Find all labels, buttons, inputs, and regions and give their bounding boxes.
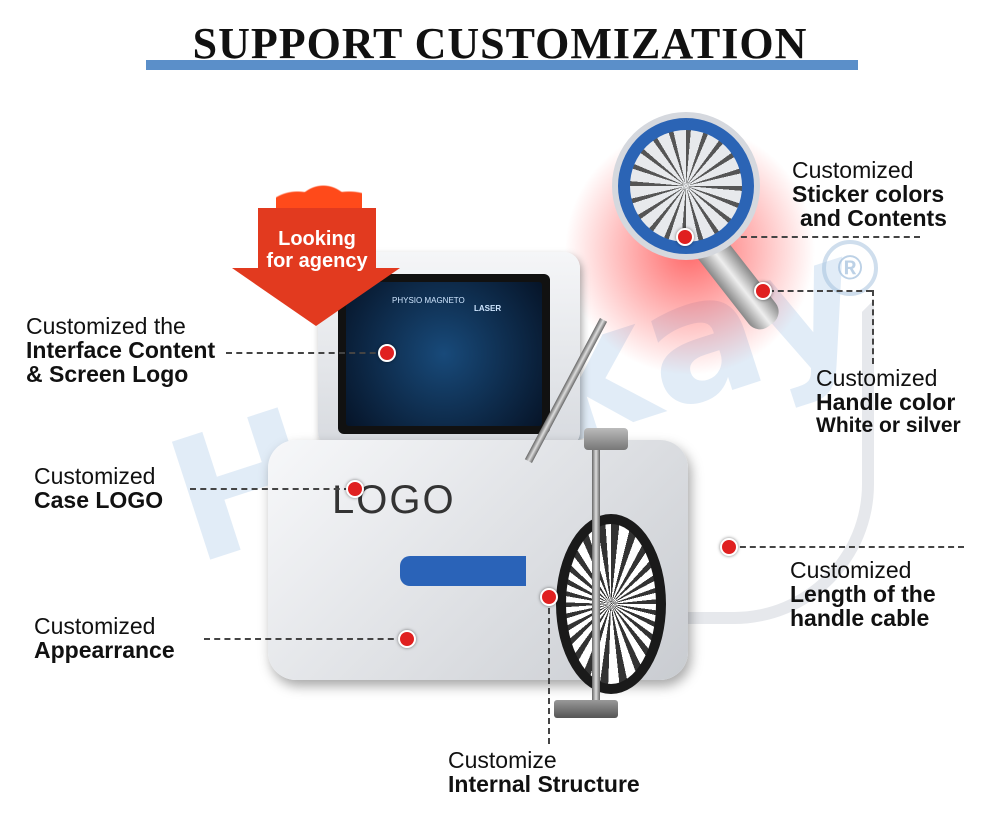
marker-dot xyxy=(398,630,416,648)
label-line: Customized xyxy=(790,557,912,583)
leader-handle-v xyxy=(872,290,874,364)
leader-sticker xyxy=(690,236,920,238)
handpiece-coil xyxy=(630,130,742,242)
stand-pole xyxy=(592,440,600,710)
case-stripe xyxy=(400,556,526,586)
registered-mark: ® xyxy=(822,240,878,296)
agency-badge-line2: for agency xyxy=(266,250,368,272)
label-internal: Customize Internal Structure xyxy=(448,748,640,796)
stand-clamp xyxy=(584,428,628,450)
leader-interface xyxy=(226,352,386,354)
label-line: and Contents xyxy=(800,205,947,231)
label-line: Customized xyxy=(816,365,938,391)
agency-arrow xyxy=(258,208,376,270)
marker-dot xyxy=(346,480,364,498)
label-line: Customize xyxy=(448,747,557,773)
label-handle-color: Customized Handle color White or silver xyxy=(816,366,961,438)
leader-internal xyxy=(548,598,550,744)
label-interface: Customized the Interface Content & Scree… xyxy=(26,314,215,386)
label-line: & Screen Logo xyxy=(26,361,189,387)
screen-tab: LASER xyxy=(474,304,502,313)
label-line: Customized xyxy=(792,157,914,183)
marker-dot xyxy=(676,228,694,246)
label-line: Appearrance xyxy=(34,637,175,663)
marker-dot xyxy=(754,282,772,300)
label-case-logo: Customized Case LOGO xyxy=(34,464,163,512)
label-appearance: Customized Appearrance xyxy=(34,614,175,662)
side-vent xyxy=(556,514,666,694)
screen-title: PHYSIO MAGNETO xyxy=(392,296,465,305)
marker-dot xyxy=(378,344,396,362)
agency-badge-line1: Looking xyxy=(278,228,356,250)
label-line: Sticker colors xyxy=(792,181,945,207)
leader-appearance xyxy=(204,638,404,640)
label-line: Customized xyxy=(34,463,156,489)
stand-base xyxy=(554,700,618,718)
label-line: handle cable xyxy=(790,605,930,631)
label-line: Customized the xyxy=(26,313,186,339)
label-line: Case LOGO xyxy=(34,487,164,513)
leader-cable xyxy=(730,546,964,548)
label-line: Internal Structure xyxy=(448,771,640,797)
label-line: Customized xyxy=(34,613,156,639)
label-cable-length: Customized Length of the handle cable xyxy=(790,558,936,630)
label-line: Length of the xyxy=(790,581,936,607)
label-line: Handle color xyxy=(816,389,956,415)
agency-badge-text: Looking for agency xyxy=(258,228,376,272)
marker-dot xyxy=(720,538,738,556)
marker-dot xyxy=(540,588,558,606)
leader-case-logo xyxy=(190,488,350,490)
title-underline xyxy=(146,60,858,70)
page-title: SUPPORT CUSTOMIZATION xyxy=(192,19,808,68)
label-sticker: Customized Sticker colors and Contents xyxy=(792,158,947,230)
label-line: Interface Content xyxy=(26,337,216,363)
arrow-down-icon xyxy=(232,268,400,326)
leader-handle-h xyxy=(768,290,872,292)
label-line: White or silver xyxy=(816,414,961,437)
